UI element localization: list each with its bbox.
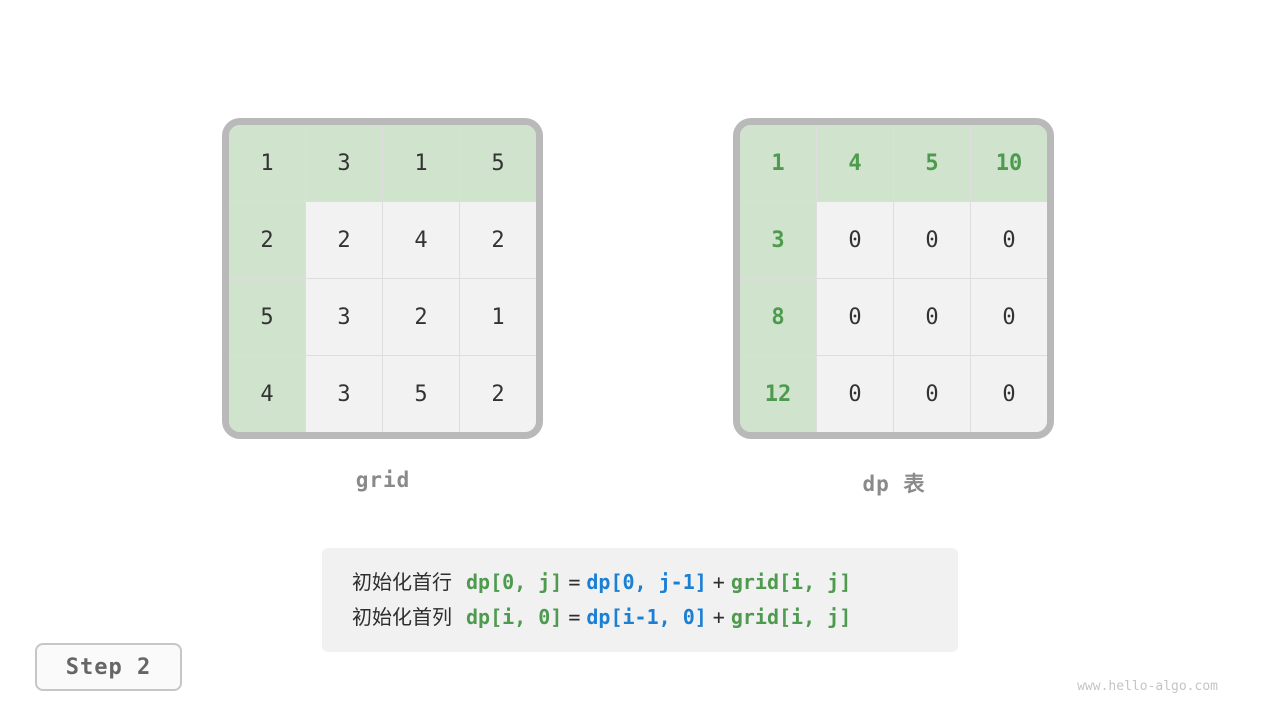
grid-cell-r2c2: 2 xyxy=(383,279,459,355)
formula-box: 初始化首行 dp[0, j]=dp[0, j-1]+grid[i, j] 初始化首… xyxy=(322,548,958,652)
equals-sign: = xyxy=(568,605,581,629)
grid-cell-r0c3: 5 xyxy=(460,125,536,201)
grid-cell-r1c0: 2 xyxy=(229,202,305,278)
dp-cell-r3c2: 0 xyxy=(894,356,970,432)
dp-cell-r2c3: 0 xyxy=(971,279,1047,355)
formula-rhs-grid: grid[i, j] xyxy=(730,605,852,629)
grid-cell-r2c3: 1 xyxy=(460,279,536,355)
grid-cell-r3c3: 2 xyxy=(460,356,536,432)
dp-cell-r1c2: 0 xyxy=(894,202,970,278)
grid-cell-r3c1: 3 xyxy=(306,356,382,432)
step-label: Step 2 xyxy=(35,643,182,691)
formula-prefix: 初始化首列 xyxy=(352,605,452,629)
dp-cell-r1c0: 3 xyxy=(740,202,816,278)
formula-rhs-dp: dp[i-1, 0] xyxy=(586,605,707,629)
formula-lhs: dp[0, j] xyxy=(466,570,563,594)
dp-cell-r0c2: 5 xyxy=(894,125,970,201)
grid-cell-r1c2: 4 xyxy=(383,202,459,278)
dp-cell-r2c0: 8 xyxy=(740,279,816,355)
dp-table-label: dp 表 xyxy=(862,472,926,496)
dp-cell-r0c1: 4 xyxy=(817,125,893,201)
dp-cell-r0c0: 1 xyxy=(740,125,816,201)
grid-cell-r0c1: 3 xyxy=(306,125,382,201)
grid-cell-r1c1: 2 xyxy=(306,202,382,278)
dp-cell-r1c1: 0 xyxy=(817,202,893,278)
plus-sign: + xyxy=(712,605,725,629)
grid-cell-r1c3: 2 xyxy=(460,202,536,278)
equals-sign: = xyxy=(568,570,581,594)
formula-line-init-row: 初始化首行 dp[0, j]=dp[0, j-1]+grid[i, j] xyxy=(352,565,958,600)
plus-sign: + xyxy=(712,570,725,594)
grid-cell-r3c0: 4 xyxy=(229,356,305,432)
formula-line-init-col: 初始化首列 dp[i, 0]=dp[i-1, 0]+grid[i, j] xyxy=(352,600,958,635)
dp-cell-r3c1: 0 xyxy=(817,356,893,432)
watermark: www.hello-algo.com xyxy=(1077,679,1218,694)
dp-cell-r1c3: 0 xyxy=(971,202,1047,278)
grid-cell-r0c0: 1 xyxy=(229,125,305,201)
dp-cell-r2c1: 0 xyxy=(817,279,893,355)
dp-cell-r3c3: 0 xyxy=(971,356,1047,432)
dp-cell-r2c2: 0 xyxy=(894,279,970,355)
dp-cell-r3c0: 12 xyxy=(740,356,816,432)
formula-lhs: dp[i, 0] xyxy=(466,605,563,629)
grid-cell-r2c0: 5 xyxy=(229,279,305,355)
formula-rhs-grid: grid[i, j] xyxy=(730,570,852,594)
formula-rhs-dp: dp[0, j-1] xyxy=(586,570,707,594)
grid-cell-r0c2: 1 xyxy=(383,125,459,201)
formula-prefix: 初始化首行 xyxy=(352,570,452,594)
grid-cell-r2c1: 3 xyxy=(306,279,382,355)
dp-cell-r0c3: 10 xyxy=(971,125,1047,201)
grid-cell-r3c2: 5 xyxy=(383,356,459,432)
grid-table-label: grid xyxy=(355,468,411,492)
